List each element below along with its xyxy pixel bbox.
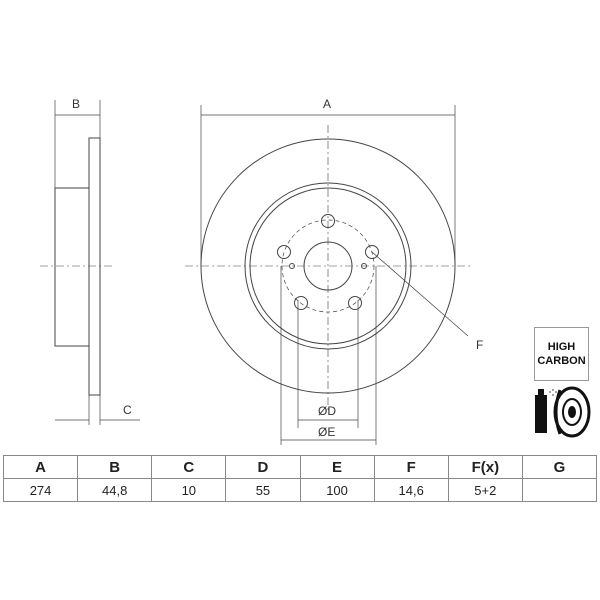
header-cell: G: [521, 455, 598, 479]
label-F: F: [476, 338, 483, 352]
value-cell: 14,6: [373, 478, 449, 502]
header-cell: F(x): [447, 455, 523, 479]
header-cell: A: [2, 455, 79, 479]
table-header-row: A B C D E F F(x) G: [2, 455, 598, 479]
label-C: C: [123, 403, 132, 417]
header-cell: E: [299, 455, 375, 479]
technical-drawing: B C A ØD ØE F: [40, 97, 591, 445]
header-cell: B: [77, 455, 153, 479]
side-view-hat: [54, 187, 90, 347]
high-carbon-badge: HIGH CARBON: [534, 327, 589, 381]
value-cell: 274: [2, 478, 79, 502]
value-cell: 5+2: [447, 478, 523, 502]
coated-disc-icon: [535, 386, 591, 438]
badge-line-1: HIGH: [547, 341, 576, 353]
side-view-disc: [88, 137, 101, 396]
value-cell: 55: [225, 478, 301, 502]
label-B: B: [72, 97, 80, 111]
label-E: ØE: [318, 425, 335, 439]
header-cell: F: [373, 455, 449, 479]
value-cell: [521, 478, 598, 502]
badge-line-2: CARBON: [537, 355, 586, 367]
value-cell: 10: [151, 478, 227, 502]
label-A: A: [323, 97, 331, 111]
header-cell: C: [151, 455, 227, 479]
value-cell: 100: [299, 478, 375, 502]
value-cell: 44,8: [77, 478, 153, 502]
dimensions-table: A B C D E F F(x) G 274 44,8 10 55 100 14…: [2, 455, 598, 502]
header-cell: D: [225, 455, 301, 479]
label-D: ØD: [318, 404, 336, 418]
table-row: 274 44,8 10 55 100 14,6 5+2: [2, 478, 598, 502]
